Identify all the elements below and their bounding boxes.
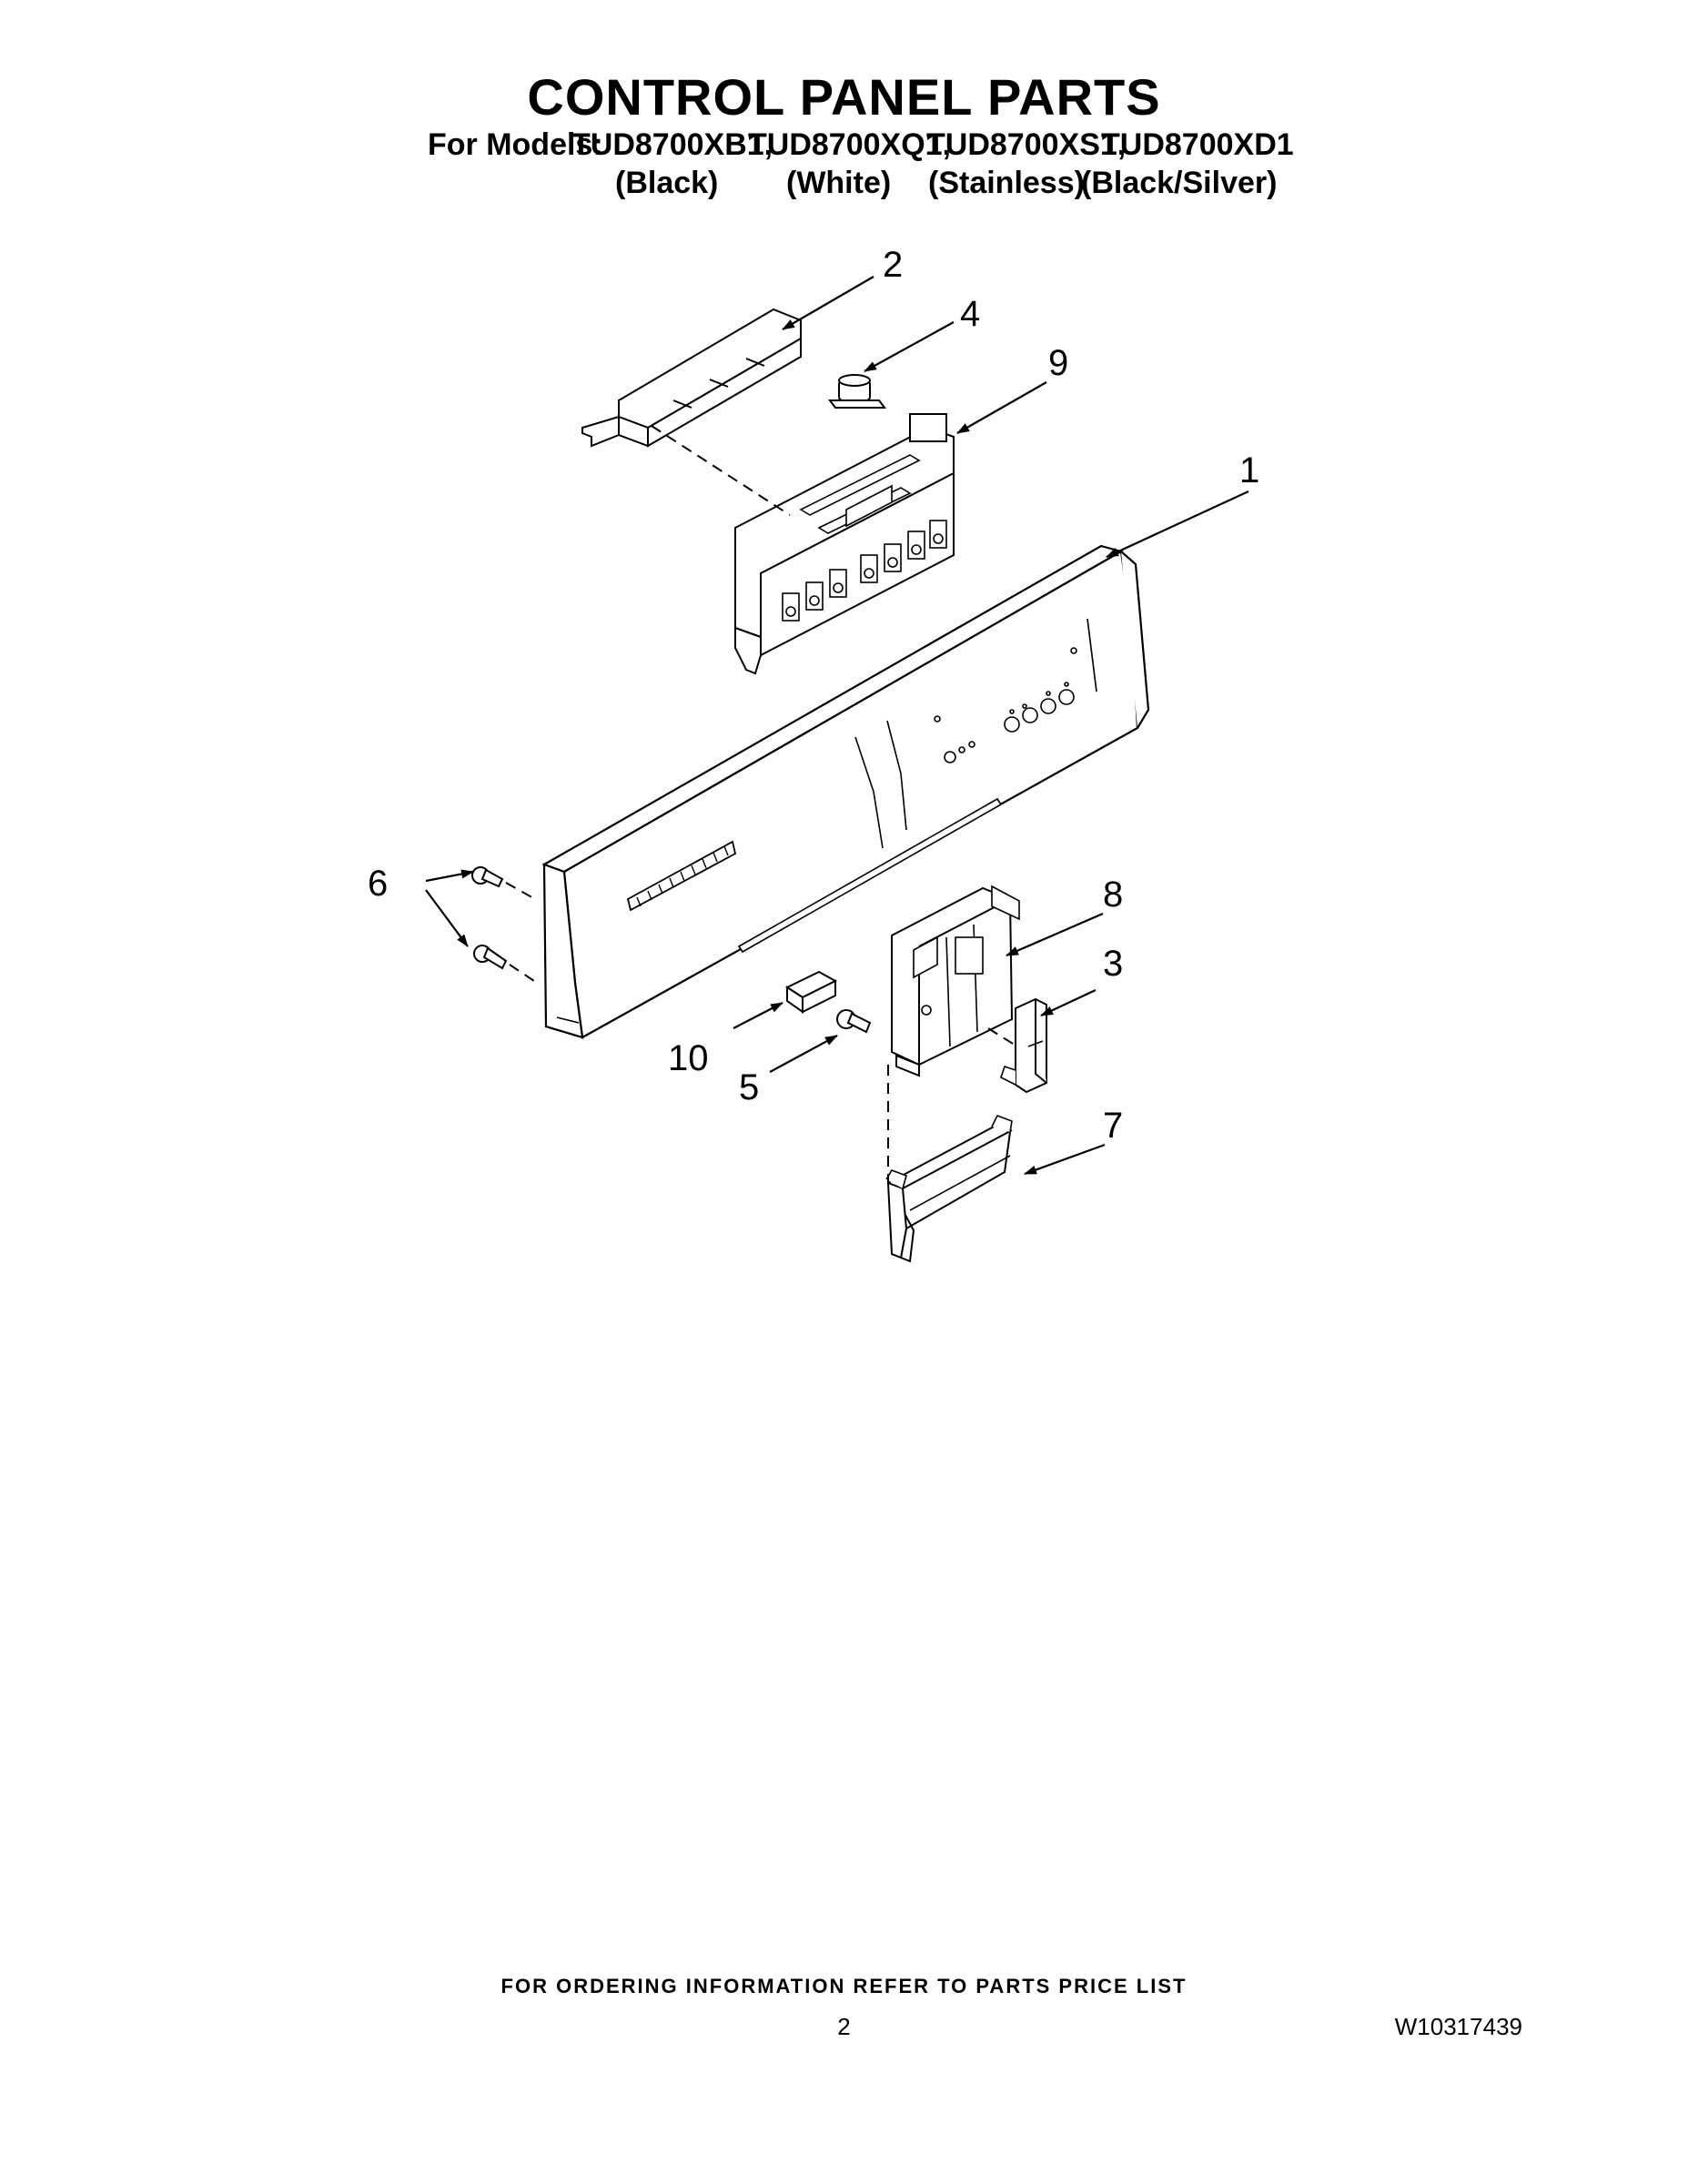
part-2-bracket	[581, 308, 802, 448]
model-tud8700xb1: TUD8700XB1,	[571, 127, 773, 162]
models-prefix: For Models:	[428, 127, 603, 162]
leader-arrows	[425, 276, 1249, 1176]
callout-4: 4	[960, 294, 980, 334]
callout-10: 10	[668, 1038, 709, 1078]
part-4-sensor	[828, 374, 886, 409]
assembly-lines	[505, 425, 1018, 1183]
part-10-switch	[784, 970, 838, 1014]
callout-1: 1	[1239, 450, 1259, 490]
color-white: (White)	[786, 166, 892, 200]
part-6-screws	[471, 866, 508, 970]
model-tud8700xs1: TUD8700XS1,	[926, 127, 1127, 162]
model-tud8700xd1: TUD8700XD1	[1101, 127, 1294, 162]
ordering-info-note: FOR ORDERING INFORMATION REFER TO PARTS …	[500, 1975, 1188, 1997]
part-8-latch-assembly	[891, 885, 1020, 1077]
callout-6: 6	[368, 864, 388, 904]
part-1-control-panel	[541, 544, 1150, 1039]
callout-3: 3	[1103, 944, 1123, 984]
callout-9: 9	[1048, 343, 1068, 383]
part-9-control-board	[734, 413, 955, 675]
part-5-screw	[836, 1009, 872, 1034]
document-number: W10317439	[1394, 2013, 1522, 2040]
callout-8: 8	[1103, 875, 1123, 915]
color-stainless: (Stainless)	[928, 166, 1085, 200]
page-number: 2	[837, 2013, 851, 2040]
part-7-handle	[885, 1114, 1013, 1263]
color-black-silver: (Black/Silver)	[1081, 166, 1278, 200]
page-title: CONTROL PANEL PARTS	[527, 68, 1161, 126]
callout-2: 2	[883, 245, 903, 285]
color-black: (Black)	[615, 166, 719, 200]
callout-7: 7	[1103, 1106, 1123, 1146]
model-tud8700xq1: TUD8700XQ1,	[748, 127, 951, 162]
callout-5: 5	[739, 1067, 759, 1107]
part-3-latch-bracket	[1000, 997, 1047, 1094]
